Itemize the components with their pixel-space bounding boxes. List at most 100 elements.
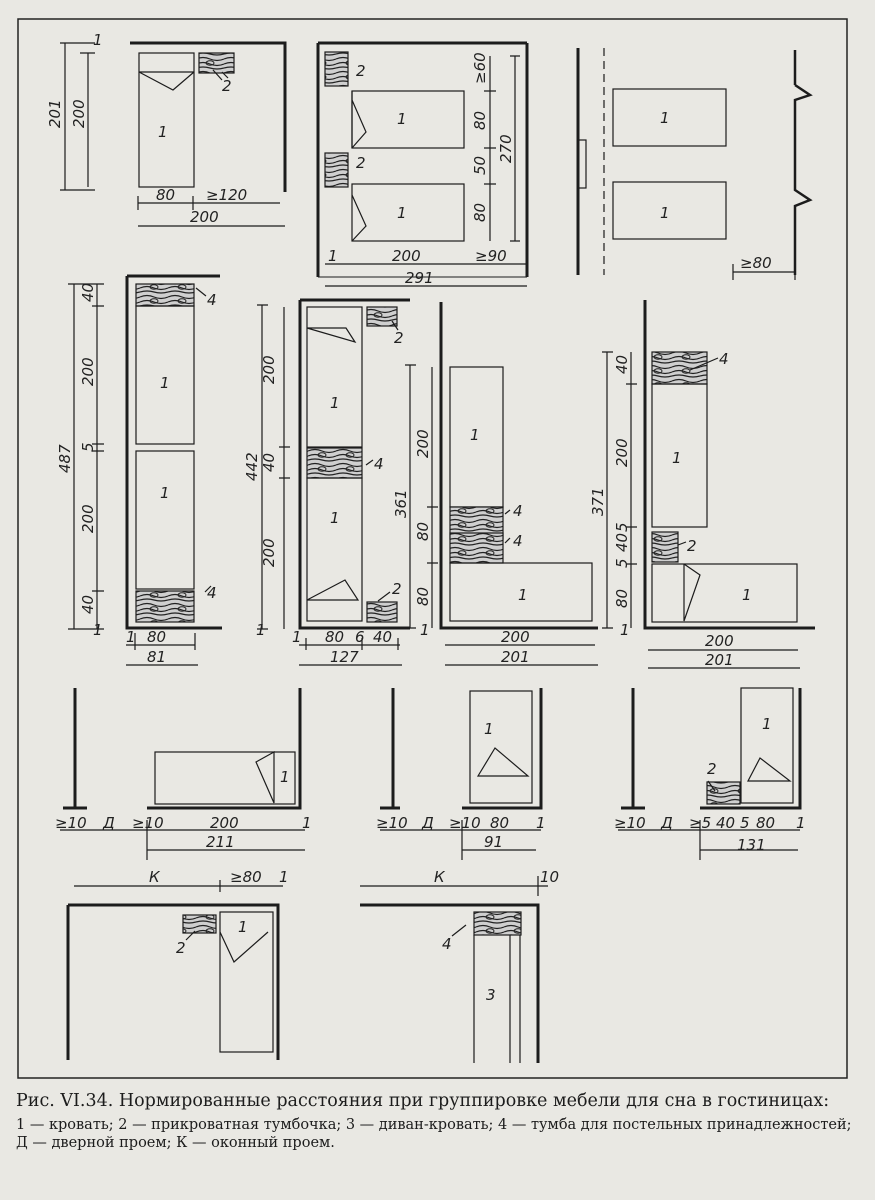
dimension-label: 1 bbox=[93, 31, 103, 49]
dimension-label: 80 bbox=[756, 814, 775, 832]
item-label: 2 bbox=[392, 580, 402, 598]
dimension-label: 131 bbox=[737, 836, 766, 854]
layout-l-shaped-beds-nightstand bbox=[602, 300, 815, 669]
item-label: 1 bbox=[762, 715, 772, 733]
dimension-label: 40 bbox=[716, 814, 735, 832]
dimension-label: 211 bbox=[206, 833, 235, 851]
item-label: 2 bbox=[222, 77, 232, 95]
item-label: 1 bbox=[470, 426, 480, 444]
item-label: 4 bbox=[207, 291, 217, 309]
dimension-label: 200 bbox=[260, 538, 278, 567]
dimension-label: 200 bbox=[414, 429, 432, 458]
item-label: 1 bbox=[672, 449, 682, 467]
item-label: 4 bbox=[442, 935, 452, 953]
dimension-label: 80 bbox=[490, 814, 509, 832]
dimension-label: 5 bbox=[79, 442, 97, 452]
layout-l-shaped-beds bbox=[405, 302, 598, 666]
item-label: 2 bbox=[687, 537, 697, 555]
dimension-label: 127 bbox=[330, 648, 359, 666]
dimension-label: 1 bbox=[796, 814, 806, 832]
dimension-label: 487 bbox=[56, 444, 74, 473]
dimension-label: 5 bbox=[613, 558, 631, 568]
dimension-label: 80 bbox=[471, 203, 489, 222]
dimension-label: Д bbox=[421, 814, 434, 832]
item-label: 2 bbox=[394, 329, 404, 347]
item-label: 1 bbox=[660, 109, 670, 127]
layout-bed-door-2 bbox=[380, 688, 543, 860]
dimension-label: ≥90 bbox=[475, 247, 507, 265]
dimension-label: 201 bbox=[501, 648, 530, 666]
dimension-label: 40 bbox=[79, 283, 97, 302]
item-label: 4 bbox=[513, 532, 523, 550]
dimension-label: ≥60 bbox=[471, 52, 489, 84]
dimension-label: 80 bbox=[414, 522, 432, 541]
dimension-label: ≥10 bbox=[55, 814, 87, 832]
dimension-label: Д bbox=[102, 814, 115, 832]
item-label: 1 bbox=[397, 110, 407, 128]
dimension-label: 40 bbox=[79, 595, 97, 614]
layout-two-beds-in-line bbox=[68, 274, 222, 666]
dimension-label: 40 bbox=[613, 533, 631, 552]
dimension-label: 50 bbox=[471, 156, 489, 175]
dimension-label: К bbox=[149, 868, 161, 886]
dimension-label: ≥10 bbox=[132, 814, 164, 832]
item-label: 1 bbox=[158, 123, 168, 141]
dimension-label: 1 bbox=[279, 868, 289, 886]
layout-beds-linen-cabinet bbox=[257, 298, 410, 666]
item-label: 1 bbox=[238, 918, 248, 936]
item-label: 1 bbox=[660, 204, 670, 222]
item-label: 3 bbox=[486, 986, 496, 1004]
dimension-label: 291 bbox=[405, 269, 434, 287]
dimension-label: 6 bbox=[355, 628, 365, 646]
caption-legend: 1 — кровать; 2 — прикроватная тумбочка; … bbox=[16, 1117, 852, 1151]
item-label: 4 bbox=[513, 502, 523, 520]
figure-frame bbox=[17, 18, 848, 1079]
item-label: 1 bbox=[518, 586, 528, 604]
dimension-label: 200 bbox=[190, 208, 219, 226]
item-label: 1 bbox=[280, 768, 290, 786]
dimension-label: 80 bbox=[147, 628, 166, 646]
dimension-label: 200 bbox=[79, 357, 97, 386]
item-label: 4 bbox=[374, 455, 384, 473]
dimension-label: ≥10 bbox=[614, 814, 646, 832]
dimension-label: 80 bbox=[471, 111, 489, 130]
item-label: 1 bbox=[330, 394, 340, 412]
dimension-label: 200 bbox=[210, 814, 239, 832]
dimension-label: 200 bbox=[392, 247, 421, 265]
dimension-label: ≥80 bbox=[230, 868, 262, 886]
layout-single-bed-corner bbox=[60, 41, 287, 227]
layout-bed-window bbox=[66, 880, 283, 1060]
item-label: 2 bbox=[707, 760, 717, 778]
dimension-label: 5 bbox=[740, 814, 750, 832]
layout-partition-beds bbox=[576, 48, 813, 280]
dimension-label: 371 bbox=[589, 487, 607, 516]
dimension-label: ≥10 bbox=[376, 814, 408, 832]
item-label: 1 bbox=[160, 484, 170, 502]
dimension-label: 201 bbox=[705, 651, 734, 669]
dimension-label: ≥80 bbox=[740, 254, 772, 272]
item-label: 1 bbox=[484, 720, 494, 738]
layout-bed-door-1 bbox=[60, 688, 305, 860]
dimension-label: 1 bbox=[620, 621, 630, 639]
dimension-label: 40 bbox=[373, 628, 392, 646]
dimension-label: 1 bbox=[420, 621, 430, 639]
dimension-label: Д bbox=[660, 814, 673, 832]
layout-bed-door-3 bbox=[618, 687, 802, 860]
dimension-label: 1 bbox=[93, 621, 103, 639]
dimension-label: 200 bbox=[260, 355, 278, 384]
dimension-label: 1 bbox=[302, 814, 312, 832]
figure-caption: Рис. VI.34. Нормированные расстояния при… bbox=[16, 1090, 861, 1152]
dimension-label: 200 bbox=[70, 99, 88, 128]
dimension-label: 1 bbox=[328, 247, 338, 265]
dimension-label: 80 bbox=[325, 628, 344, 646]
item-label: 1 bbox=[330, 509, 340, 527]
dimension-label: 1 bbox=[292, 628, 302, 646]
dimension-label: 80 bbox=[414, 587, 432, 606]
item-label: 2 bbox=[176, 939, 186, 957]
dimension-label: 10 bbox=[540, 868, 559, 886]
dimension-label: 80 bbox=[156, 186, 175, 204]
dimension-label: 442 bbox=[243, 452, 261, 481]
dimension-label: 5 bbox=[613, 522, 631, 532]
